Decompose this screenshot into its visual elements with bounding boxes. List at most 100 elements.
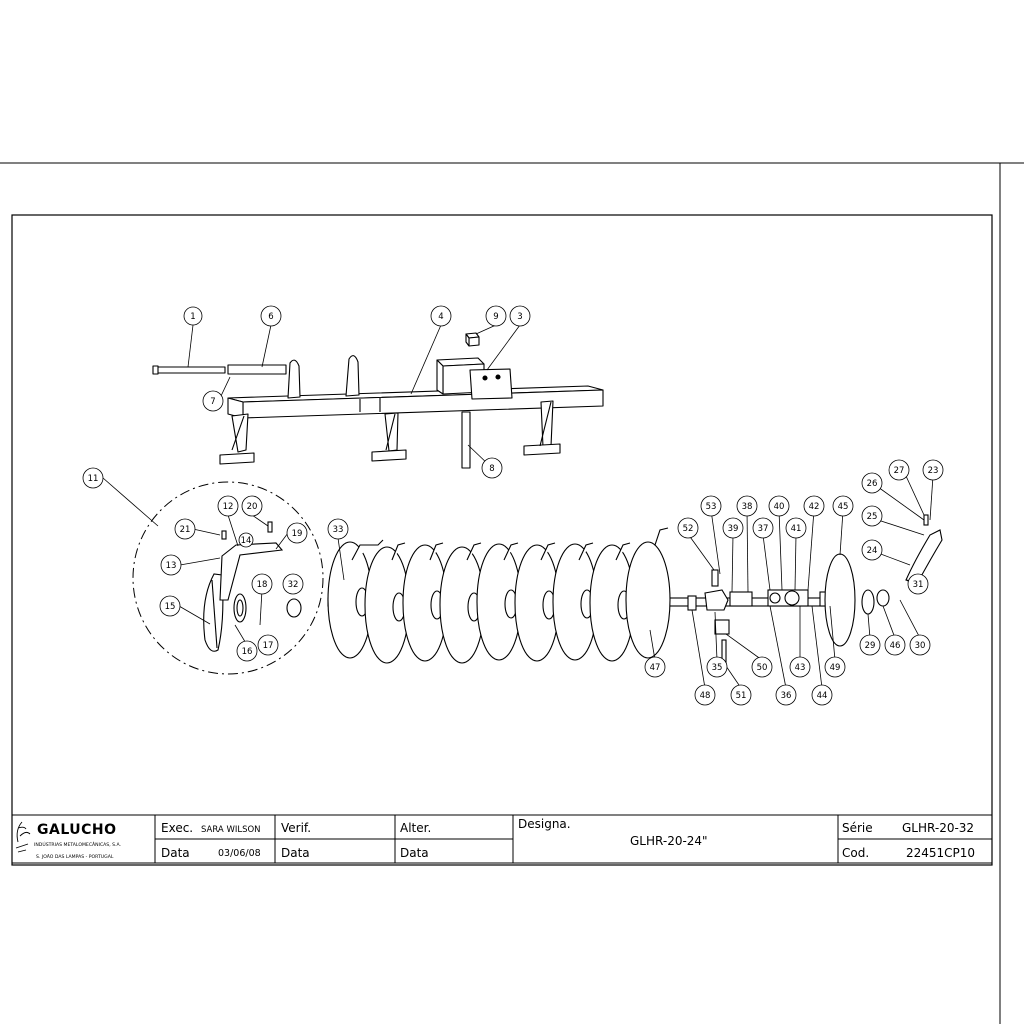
callout-25: 25 (861, 505, 883, 527)
disc-5 (476, 543, 522, 661)
galucho-logo (15, 821, 31, 853)
svg-text:1: 1 (190, 312, 195, 322)
callout-14: 14 (238, 532, 254, 548)
alter-label: Alter. (400, 821, 431, 835)
callout-6: 6 (260, 305, 282, 327)
svg-text:51: 51 (736, 691, 747, 701)
callout-11: 11 (82, 467, 104, 489)
svg-text:13: 13 (166, 561, 177, 571)
svg-text:27: 27 (894, 466, 905, 476)
callout-51: 51 (730, 684, 752, 706)
part-callouts: 1 34678911121314151617181920212324252627… (82, 305, 944, 706)
svg-text:45: 45 (838, 502, 849, 512)
svg-text:3: 3 (517, 312, 522, 322)
callout-15: 15 (159, 595, 181, 617)
callout-26: 26 (861, 472, 883, 494)
callout-39: 39 (722, 517, 744, 539)
svg-text:26: 26 (867, 479, 878, 489)
svg-text:53: 53 (706, 502, 717, 512)
company-sub-2: S. JOÃO DAS LAMPAS - PORTUGAL (36, 853, 114, 860)
company-sub-1: INDÚSTRIAS METALOMECÂNICAS, S.A. (34, 841, 121, 848)
callout-18: 18 (251, 573, 273, 595)
data-label-verif: Data (281, 846, 310, 860)
callout-32: 32 (282, 573, 304, 595)
svg-text:43: 43 (795, 663, 806, 673)
callout-9: 9 (485, 305, 507, 327)
svg-text:36: 36 (781, 691, 792, 701)
svg-text:35: 35 (712, 663, 723, 673)
callout-36: 36 (775, 684, 797, 706)
callout-38: 38 (736, 495, 758, 517)
svg-text:42: 42 (809, 502, 820, 512)
designa-label: Designa. (518, 817, 571, 831)
company-name: GALUCHO (37, 822, 117, 838)
callout-41: 41 (785, 517, 807, 539)
svg-text:49: 49 (830, 663, 841, 673)
callout-13: 13 (160, 554, 182, 576)
svg-text:25: 25 (867, 512, 878, 522)
callout-21: 21 (174, 518, 196, 540)
svg-text:24: 24 (867, 546, 878, 556)
disc-6 (514, 544, 560, 662)
svg-text:33: 33 (333, 525, 344, 535)
callout-20: 20 (241, 495, 263, 517)
svg-text:19: 19 (292, 529, 303, 539)
svg-text:21: 21 (180, 525, 191, 535)
svg-text:23: 23 (928, 466, 939, 476)
svg-text:52: 52 (683, 524, 694, 534)
callout-45: 45 (832, 495, 854, 517)
svg-text:41: 41 (791, 524, 802, 534)
callout-48: 48 (694, 684, 716, 706)
exec-value: SARA WILSON (201, 825, 261, 835)
svg-text:6: 6 (268, 312, 273, 322)
cod-label: Cod. (842, 846, 869, 860)
svg-text:31: 31 (913, 580, 924, 590)
svg-text:48: 48 (700, 691, 711, 701)
sheet-border (0, 162, 1024, 1024)
callout-23: 23 (922, 459, 944, 481)
leader-lines (102, 324, 934, 689)
svg-text:32: 32 (288, 580, 299, 590)
verif-label: Verif. (281, 821, 311, 835)
callout-35: 35 (706, 656, 728, 678)
serie-value: GLHR-20-32 (902, 821, 974, 835)
cod-value: 22451CP10 (906, 846, 975, 860)
svg-text:14: 14 (241, 536, 252, 546)
title-block (11, 814, 993, 864)
callout-24: 24 (861, 539, 883, 561)
svg-text:39: 39 (728, 524, 739, 534)
callout-17: 17 (257, 634, 279, 656)
callout-31: 31 (907, 573, 929, 595)
callout-19: 19 (286, 522, 308, 544)
data-label-alter: Data (400, 846, 429, 860)
callout-46: 46 (884, 634, 906, 656)
callout-47: 47 (644, 656, 666, 678)
callout-27: 27 (888, 459, 910, 481)
callout-50: 50 (751, 656, 773, 678)
svg-text:40: 40 (774, 502, 785, 512)
callout-53: 53 (700, 495, 722, 517)
callout-44: 44 (811, 684, 833, 706)
serie-label: Série (842, 821, 873, 835)
callout-16: 16 (236, 640, 258, 662)
svg-text:29: 29 (865, 641, 876, 651)
callout-40: 40 (768, 495, 790, 517)
callout-30: 30 (909, 634, 931, 656)
svg-text:9: 9 (493, 312, 498, 322)
designa-value: GLHR-20-24" (630, 834, 708, 848)
svg-text:16: 16 (242, 647, 253, 657)
svg-text:4: 4 (438, 312, 443, 322)
svg-text:17: 17 (263, 641, 274, 651)
callout-5: 1 (183, 306, 203, 326)
svg-text:20: 20 (247, 502, 258, 512)
callout-43: 43 (789, 656, 811, 678)
disc-7 (552, 543, 598, 661)
callout-12: 12 (217, 495, 239, 517)
svg-text:30: 30 (915, 641, 926, 651)
svg-text:15: 15 (165, 602, 176, 612)
callout-52: 52 (677, 517, 699, 539)
title-block-text: GALUCHO INDÚSTRIAS METALOMECÂNICAS, S.A.… (34, 817, 975, 860)
callout-37: 37 (752, 517, 774, 539)
exec-label: Exec. (161, 821, 193, 835)
svg-text:37: 37 (758, 524, 769, 534)
